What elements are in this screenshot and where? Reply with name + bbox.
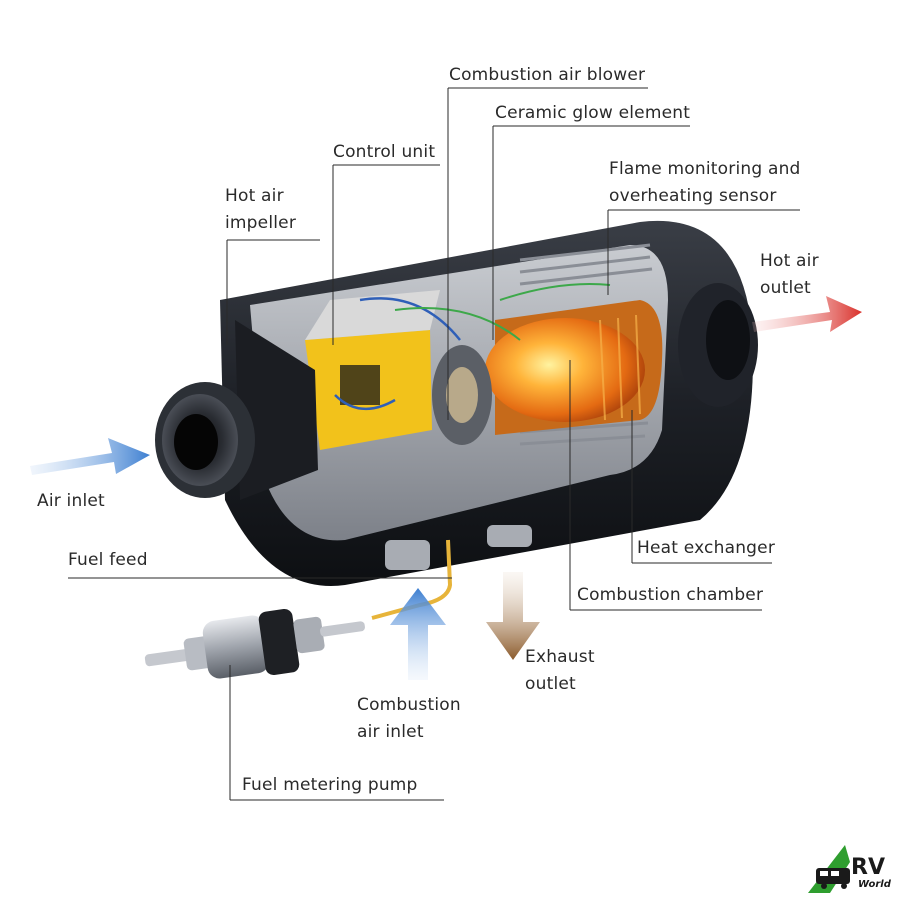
label-combustion-air-blower: Combustion air blower	[449, 65, 646, 85]
label-flame-sensor-line2: overheating sensor	[609, 186, 777, 206]
heater-body-illustration	[155, 220, 758, 586]
label-flame-sensor-line1: Flame monitoring and	[609, 159, 801, 179]
rv-logo-icon	[808, 845, 850, 893]
label-combustion-air-inlet-line2: air inlet	[357, 722, 424, 742]
exhaust-outlet-arrow	[486, 572, 540, 660]
combustion-air-inlet-arrow	[390, 588, 446, 680]
label-heat-exchanger: Heat exchanger	[637, 538, 776, 558]
label-combustion-chamber: Combustion chamber	[577, 585, 764, 605]
label-combustion-air-inlet-line1: Combustion	[357, 695, 461, 715]
label-fuel-feed: Fuel feed	[68, 550, 148, 570]
label-hot-air-impeller-line1: Hot air	[225, 186, 284, 206]
label-hot-air-outlet-line2: outlet	[760, 278, 811, 298]
label-fuel-metering-pump: Fuel metering pump	[242, 775, 418, 795]
hot-air-outlet-arrow	[752, 296, 862, 332]
label-air-inlet: Air inlet	[37, 491, 105, 511]
label-hot-air-outlet-line1: Hot air	[760, 251, 819, 271]
label-exhaust-outlet-line1: Exhaust	[525, 647, 595, 667]
label-control-unit: Control unit	[333, 142, 436, 162]
logo-sub-text: World	[858, 879, 891, 890]
leader-lines	[68, 87, 800, 801]
air-inlet-arrow	[30, 438, 150, 475]
label-exhaust-outlet-line2: outlet	[525, 674, 576, 694]
label-ceramic-glow-element: Ceramic glow element	[495, 103, 691, 123]
label-hot-air-impeller-line2: impeller	[225, 213, 297, 233]
fuel-metering-pump-illustration	[144, 608, 365, 679]
logo-main-text: RV	[851, 855, 885, 880]
